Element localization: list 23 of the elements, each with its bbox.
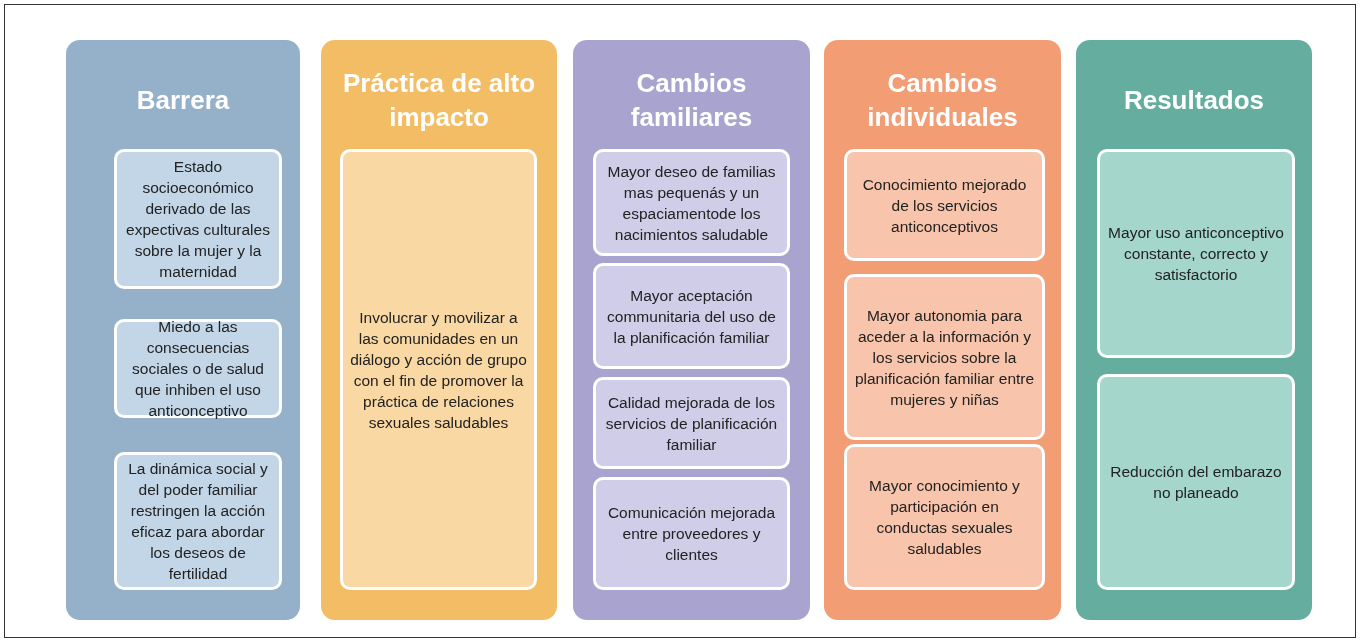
text-card: La dinámica social y del poder familiar restringen la acción eficaz para abordar los deseos de fertilidad <box>114 452 282 590</box>
text-card: Comunicación mejorada entre proveedores y clientes <box>593 477 790 590</box>
text-card: Calidad mejorada de los servicios de planificación familiar <box>593 377 790 469</box>
column-heading: Cambios familiares <box>629 67 754 134</box>
column-heading: Práctica de alto impacto <box>341 67 537 134</box>
text-card: Miedo a las consecuencias sociales o de salud que inhiben el uso anticonceptivo <box>114 319 282 418</box>
text-card: Mayor uso anticonceptivo constante, correcto y satisfactorio <box>1097 149 1295 358</box>
text-card: Mayor autonomia para aceder a la información y los servicios sobre la planificación familiar entre mujeres y niñas <box>844 274 1045 440</box>
column-panel <box>66 40 300 620</box>
text-card: Mayor conocimiento y participación en conductas sexuales saludables <box>844 444 1045 590</box>
column-panel <box>321 40 557 620</box>
column-heading: Barrera <box>135 84 231 117</box>
text-card: Conocimiento mejorado de los servicios anticonceptivos <box>844 149 1045 261</box>
column-panel <box>1076 40 1312 620</box>
column-panel <box>824 40 1061 620</box>
text-card: Involucrar y movilizar a las comunidades en un diálogo y acción de grupo con el fin de promover la práctica de relaciones sexuales saludables <box>340 149 537 590</box>
column-heading: Cambios individuales <box>866 67 1019 134</box>
text-card: Reducción del embarazo no planeado <box>1097 374 1295 590</box>
text-card: Estado socioeconómico derivado de las expectivas culturales sobre la mujer y la maternidad <box>114 149 282 289</box>
column-panel <box>573 40 810 620</box>
text-card: Mayor aceptación communitaria del uso de la planificación familiar <box>593 263 790 369</box>
column-heading: Resultados <box>1122 84 1266 117</box>
text-card: Mayor deseo de familias mas pequenás y un espaciamentode los nacimientos saludable <box>593 149 790 256</box>
